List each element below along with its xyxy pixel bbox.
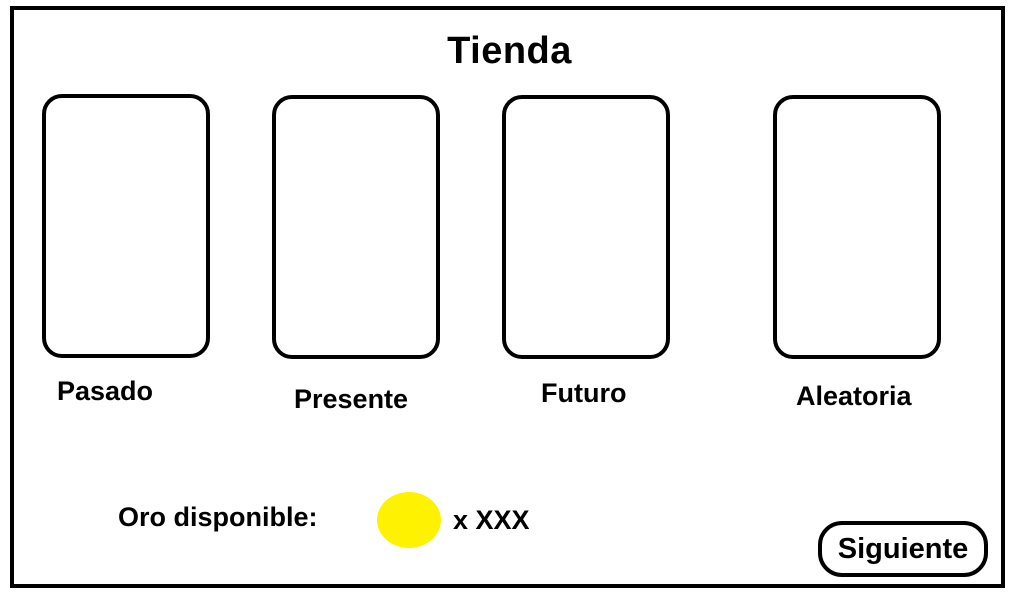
gold-amount: x XXX <box>453 505 530 535</box>
card-label-presente: Presente <box>294 384 409 414</box>
card-slot-futuro[interactable] <box>502 95 670 359</box>
card-slot-pasado[interactable] <box>42 94 210 358</box>
shop-frame <box>10 6 1005 588</box>
next-button[interactable]: Siguiente <box>818 521 988 577</box>
page-title: Tienda <box>447 30 572 72</box>
card-label-pasado: Pasado <box>57 376 154 406</box>
gold-available-label: Oro disponible: <box>118 502 318 532</box>
gold-coin-icon <box>377 492 441 548</box>
card-label-futuro: Futuro <box>541 378 627 408</box>
card-slot-presente[interactable] <box>272 95 440 359</box>
card-slot-aleatoria[interactable] <box>773 95 941 359</box>
card-label-aleatoria: Aleatoria <box>796 381 912 411</box>
